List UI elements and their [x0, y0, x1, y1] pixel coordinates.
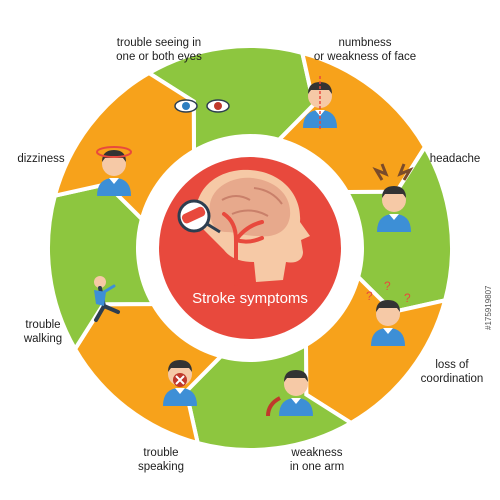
- label-headache: headache: [429, 153, 481, 165]
- person-headache-icon: [377, 186, 411, 232]
- segment-dizziness: [52, 70, 197, 223]
- pain-arrows-icon: [372, 163, 414, 181]
- person-coordination-icon: [371, 300, 405, 346]
- center-title: Stroke symptoms: [192, 290, 308, 307]
- svg-text:?: ?: [366, 289, 373, 303]
- eyes-icon: [174, 99, 230, 113]
- stock-id-watermark: #175919807: [484, 285, 493, 331]
- artery-icon: [222, 212, 264, 286]
- svg-text:?: ?: [404, 291, 411, 305]
- question-marks-icon: ???: [366, 279, 411, 305]
- label-dizziness: dizziness: [17, 153, 65, 165]
- person-dizziness-icon: [97, 150, 131, 196]
- person-arm-weakness-icon: [279, 370, 313, 416]
- symptom-icons: ???: [94, 76, 414, 417]
- brain-head-illustration: [177, 169, 310, 286]
- person-walking-icon: [94, 276, 120, 322]
- weak-arm-icon: [266, 396, 281, 417]
- mouth-cross-icon: [173, 373, 187, 387]
- svg-text:?: ?: [384, 279, 391, 293]
- dizzy-swirl-icon: [96, 146, 132, 158]
